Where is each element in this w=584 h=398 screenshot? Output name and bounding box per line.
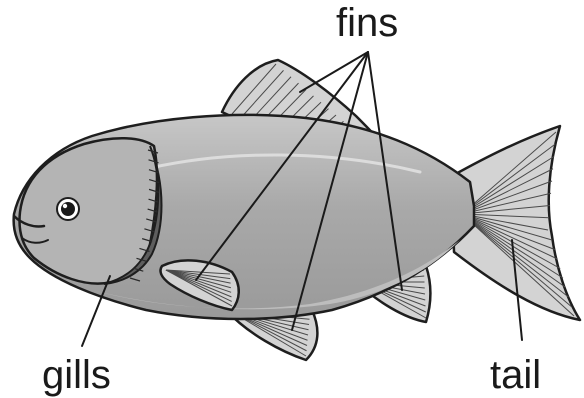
gills-label: gills	[42, 353, 111, 397]
fins-label: fins	[336, 1, 398, 45]
eye	[57, 198, 79, 220]
tail-label: tail	[490, 353, 541, 397]
